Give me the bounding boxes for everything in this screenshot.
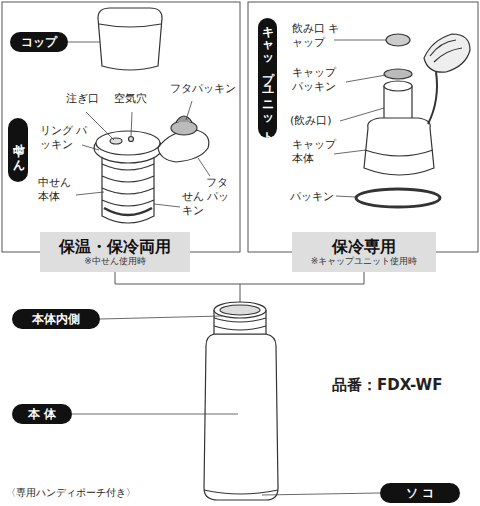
node-text: ソ コ	[406, 485, 434, 502]
model-number: 品番：FDX-WF	[332, 376, 472, 396]
leader-line	[336, 196, 356, 197]
leader-line	[100, 316, 222, 319]
node-text: 保温・保冷両用	[59, 237, 171, 256]
connector-line	[115, 272, 364, 284]
bracket	[240, 284, 241, 302]
part-label: キャップ パッキン	[292, 66, 348, 95]
node-text: 保冷専用	[332, 237, 396, 256]
leader-line	[82, 145, 99, 150]
part-label: 空気穴	[114, 92, 164, 106]
leader-line	[154, 204, 180, 207]
cap-unit	[365, 150, 433, 156]
part-label: せん パッキン	[182, 190, 238, 219]
part-label: リング パッキン	[40, 124, 90, 153]
cap-unit	[424, 34, 470, 72]
cap-unit	[364, 118, 434, 175]
bracket	[240, 284, 241, 302]
cap-unit	[428, 72, 437, 124]
leader-line	[72, 414, 238, 415]
part-label: (飲み口)	[290, 114, 346, 128]
node-text: 本 体	[28, 406, 56, 423]
part-label: キャップ 本体	[292, 138, 340, 167]
part-label: パッキン	[290, 190, 340, 204]
leader-line	[198, 158, 210, 176]
leader-line	[86, 112, 114, 140]
node-text: ※中せん使用時	[84, 256, 146, 267]
part-tag: ソ コ	[380, 483, 460, 503]
stopper	[129, 137, 134, 142]
bottle	[214, 318, 266, 330]
frame	[2, 2, 478, 252]
part-tag: 本体内側	[12, 309, 100, 329]
cap-unit	[386, 34, 410, 46]
group-tag: 中せん	[8, 118, 28, 182]
leader-line	[340, 108, 384, 121]
cap-unit	[356, 189, 440, 207]
group-tag: キャップユニット	[258, 18, 277, 138]
bottle	[220, 305, 260, 315]
leader-line	[76, 192, 104, 195]
leader-line	[262, 493, 380, 495]
node-text: 本体内側	[32, 311, 80, 328]
cap-unit	[384, 69, 412, 79]
bottle	[204, 490, 278, 494]
part-label: フタパッキン	[170, 82, 240, 96]
leader-line	[334, 40, 386, 41]
node-text: ※キャップユニット使用時	[311, 256, 418, 267]
note: 〈専用ハンディポーチ付き〉	[6, 486, 176, 499]
part-label: 飲み口 キャップ	[292, 22, 340, 51]
frame	[248, 2, 478, 252]
stopper	[104, 208, 152, 215]
cup	[98, 8, 162, 70]
cup	[99, 24, 161, 27]
bottle	[214, 302, 266, 318]
stopper	[171, 121, 197, 135]
part-tag: コップ	[10, 32, 68, 52]
part-label: フタ	[206, 176, 238, 190]
leader-line	[346, 75, 386, 82]
stopper	[96, 131, 160, 155]
part-label: 中せん 本体	[38, 176, 82, 205]
frame	[2, 2, 240, 252]
cap-unit	[430, 40, 462, 62]
bottle	[204, 302, 278, 500]
stopper	[176, 116, 192, 122]
node-text: キャップユニット	[259, 18, 276, 138]
bracket-connector	[115, 272, 364, 284]
stopper	[110, 138, 122, 144]
usage-band: 保冷専用※キャップユニット使用時	[292, 232, 436, 272]
usage-band: 保温・保冷両用※中せん使用時	[40, 232, 190, 272]
node-text: 中せん	[10, 135, 27, 166]
node-text: コップ	[21, 34, 57, 51]
part-label: 注ぎ口	[66, 92, 116, 106]
cap-unit	[356, 34, 470, 207]
cup	[98, 8, 162, 70]
cap-unit	[384, 81, 412, 91]
leader-line	[186, 101, 192, 120]
part-tag: 本 体	[12, 404, 72, 424]
stopper	[102, 164, 154, 206]
bottle	[204, 334, 278, 500]
leader-line	[68, 42, 100, 43]
leader-line	[131, 112, 132, 137]
leader-line	[334, 150, 366, 154]
